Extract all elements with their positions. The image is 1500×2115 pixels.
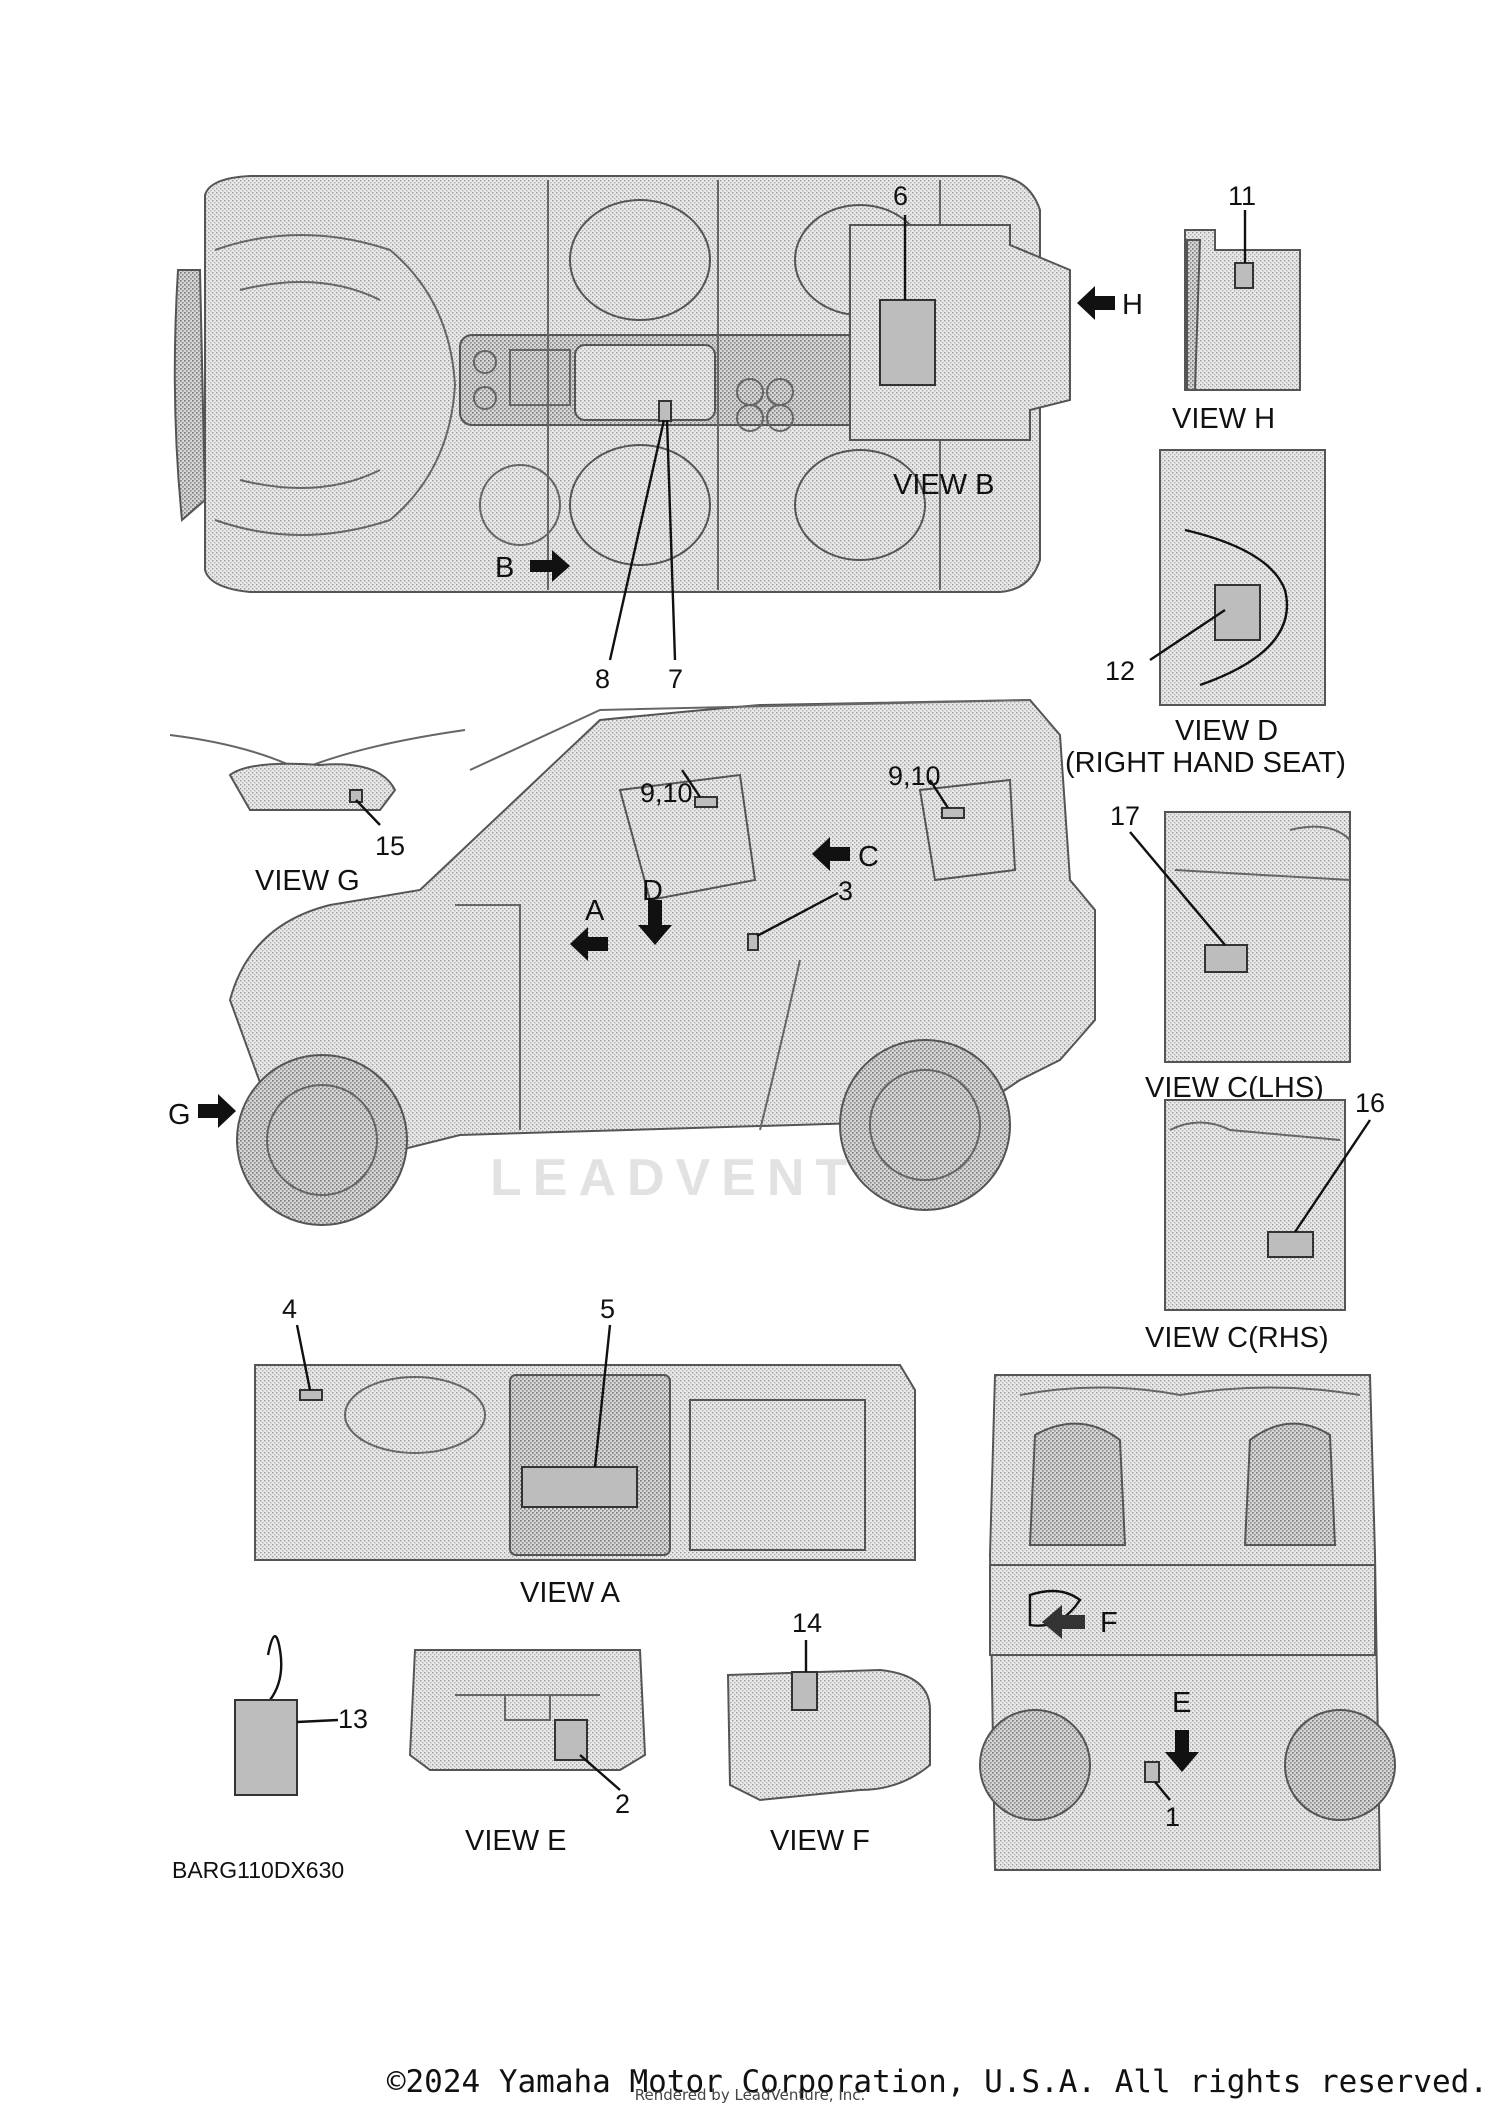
label-13-marker <box>234 1699 298 1796</box>
arrow-e-label: E <box>1172 1687 1191 1719</box>
label-14-marker <box>791 1671 818 1711</box>
view-c-rhs-title: VIEW C(RHS) <box>1145 1322 1329 1354</box>
callout-13: 13 <box>338 1704 368 1734</box>
arrow-h-label: H <box>1122 289 1143 321</box>
label-6-marker <box>879 299 936 386</box>
label-5-marker <box>521 1466 638 1508</box>
label-9-10-rear-marker <box>941 807 965 819</box>
callout-3: 3 <box>838 876 853 906</box>
rendered-by-credit: Rendered by LeadVenture, Inc. <box>634 2086 866 2104</box>
view-e-title: VIEW E <box>465 1825 567 1857</box>
callout-2: 2 <box>615 1789 630 1819</box>
arrow-f-label: F <box>1100 1607 1118 1639</box>
rear-view: F E 1 <box>979 1374 1396 1871</box>
label-11-marker <box>1234 262 1254 289</box>
copyright-notice: ©2024 Yamaha Motor Corporation, U.S.A. A… <box>386 2064 1488 2100</box>
label-4-marker <box>299 1389 323 1401</box>
view-b-title: VIEW B <box>893 469 995 501</box>
label-2-marker <box>554 1719 588 1761</box>
callout-1: 1 <box>1165 1802 1180 1832</box>
label-9-10-front-marker <box>694 796 718 808</box>
label-1-marker <box>1144 1761 1160 1783</box>
arrow-b-label: B <box>495 552 514 584</box>
callout-4: 4 <box>282 1294 297 1324</box>
callout-7: 7 <box>668 664 683 694</box>
view-d: 12 VIEW D (RIGHT HAND SEAT) <box>1065 449 1346 779</box>
view-g-title: VIEW G <box>255 865 360 897</box>
callout-9-10-front: 9,10 <box>640 778 693 808</box>
view-h: 11 VIEW H <box>1172 181 1301 435</box>
view-a: 4 5 VIEW A <box>254 1294 916 1609</box>
arrow-g-label: G <box>168 1099 191 1131</box>
view-a-title: VIEW A <box>520 1577 621 1609</box>
label-7-marker <box>658 400 672 422</box>
label-3-marker <box>747 933 759 951</box>
arrow-d-label: D <box>642 875 663 907</box>
callout-14: 14 <box>792 1608 822 1638</box>
view-f: 14 VIEW F <box>726 1608 931 1857</box>
callout-9-10-rear: 9,10 <box>888 761 941 791</box>
callout-15: 15 <box>375 831 405 861</box>
watermark: LEADVENT <box>490 1149 858 1207</box>
view-c-lhs: 17 VIEW C(LHS) <box>1110 801 1351 1104</box>
callout-12: 12 <box>1105 656 1135 686</box>
view-d-title: VIEW D <box>1175 715 1278 747</box>
label-16-marker <box>1267 1231 1314 1258</box>
callout-11: 11 <box>1228 181 1256 211</box>
callout-8: 8 <box>595 664 610 694</box>
arrow-a-label: A <box>585 895 605 927</box>
view-h-title: VIEW H <box>1172 403 1275 435</box>
view-c-lhs-title: VIEW C(LHS) <box>1145 1072 1324 1104</box>
side-view: 9,10 9,10 3 C A D G LEADVENT <box>168 698 1096 1226</box>
arrow-c-label: C <box>858 841 879 873</box>
callout-5: 5 <box>600 1294 615 1324</box>
label-17-marker <box>1204 944 1248 973</box>
view-g: 15 VIEW G <box>169 729 466 897</box>
view-c-rhs: 16 VIEW C(RHS) <box>1145 1088 1385 1354</box>
label-15-marker <box>349 789 363 803</box>
callout-6: 6 <box>893 181 908 211</box>
view-d-subtitle: (RIGHT HAND SEAT) <box>1065 747 1346 779</box>
callout-17: 17 <box>1110 801 1140 831</box>
tag-13: 13 <box>234 1635 368 1796</box>
view-e: 2 VIEW E <box>408 1649 647 1857</box>
view-b: 6 H VIEW B <box>849 181 1143 501</box>
diagram-code: BARG110DX630 <box>172 1857 344 1883</box>
view-f-title: VIEW F <box>770 1825 870 1857</box>
callout-16: 16 <box>1355 1088 1385 1118</box>
